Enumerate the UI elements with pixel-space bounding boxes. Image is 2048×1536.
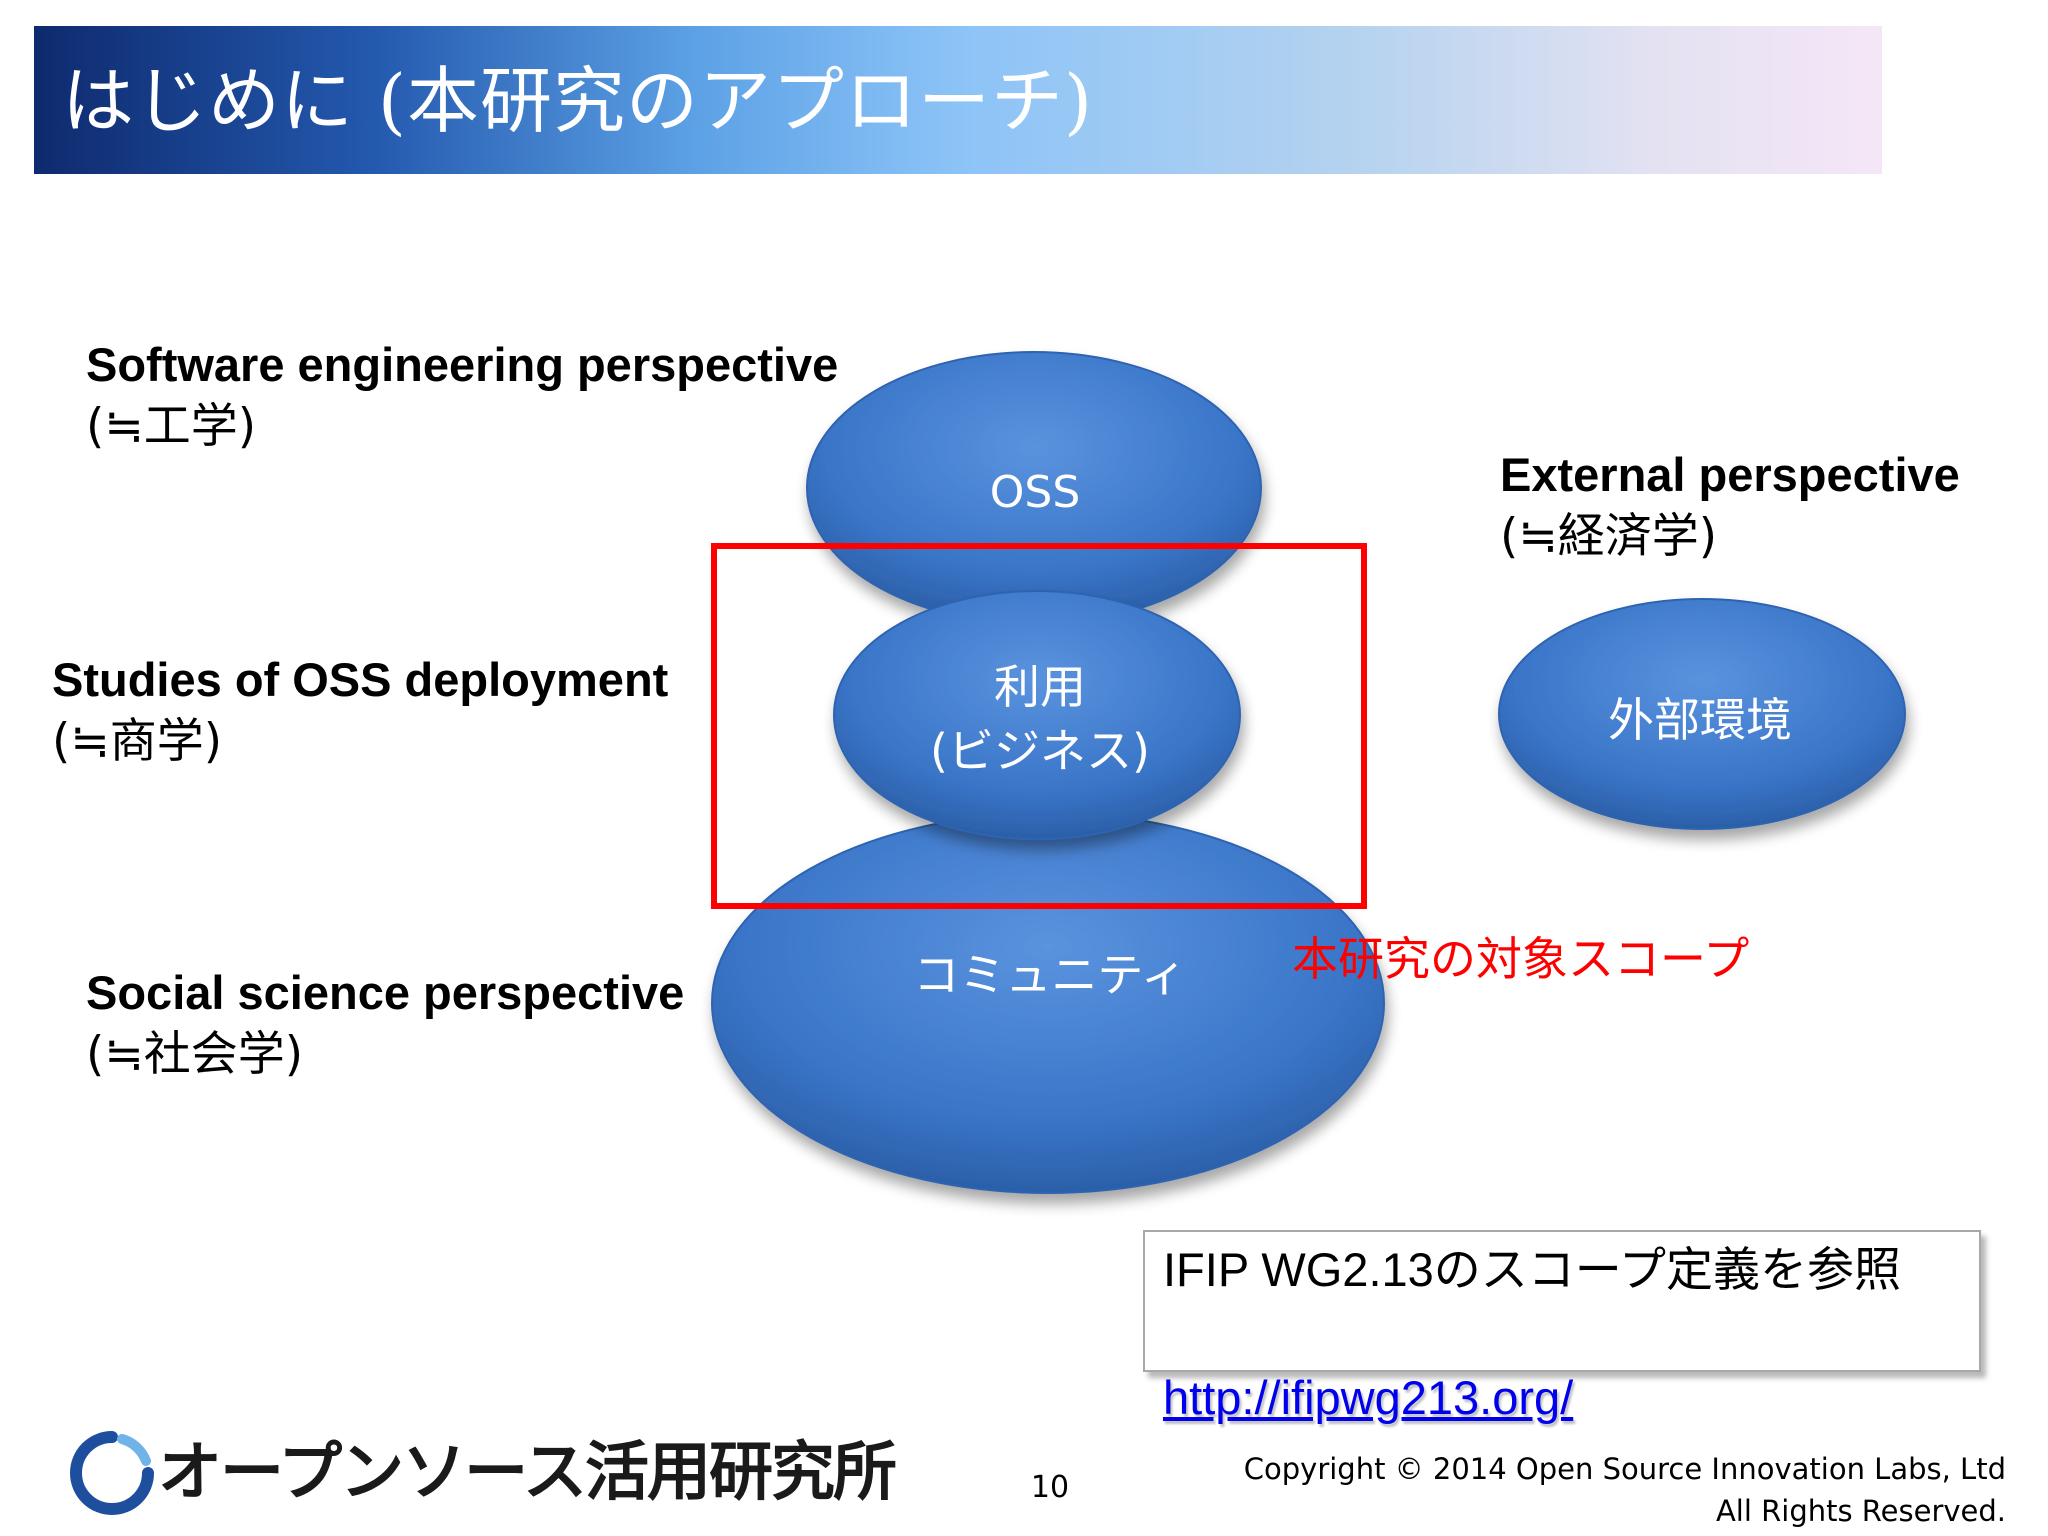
- deployment-perspective: Studies of OSS deployment (≒商学): [52, 649, 668, 773]
- perspective-sub: (≒社会学): [86, 1027, 304, 1082]
- reference-link[interactable]: http://ifipwg213.org/: [1163, 1371, 1574, 1424]
- reference-text-japanese: のスコープ定義を参照: [1433, 1243, 1901, 1298]
- slide-title: はじめに (本研究のアプローチ): [62, 59, 1094, 143]
- usage-label-line2: (ビジネス): [930, 724, 1150, 778]
- software-engineering-perspective: Software engineering perspective (≒工学): [86, 334, 838, 458]
- logo-text: オープンソース活用研究所: [158, 1435, 897, 1510]
- usage-label: 利用 (ビジネス): [855, 655, 1225, 783]
- social-science-perspective: Social science perspective (≒社会学): [86, 962, 684, 1086]
- research-scope-label: 本研究の対象スコープ: [1292, 932, 1750, 986]
- reference-text: IFIP WG2.13のスコープ定義を参照: [1163, 1240, 1963, 1301]
- copyright-line2: All Rights Reserved.: [1715, 1494, 2006, 1528]
- oss-label: OSS: [989, 467, 1081, 518]
- perspective-sub: (≒経済学): [1500, 509, 1718, 564]
- reference-text-latin: IFIP WG2.13: [1163, 1243, 1434, 1296]
- perspective-label: External perspective: [1500, 448, 1960, 501]
- usage-ellipse: [833, 590, 1241, 840]
- perspective-label: Social science perspective: [86, 966, 685, 1019]
- external-environment-label: 外部環境: [1608, 693, 1792, 747]
- perspective-sub: (≒商学): [52, 714, 223, 769]
- community-label: コミュニティ: [913, 948, 1187, 1002]
- copyright-line1: Copyright © 2014 Open Source Innovation …: [1243, 1452, 2006, 1486]
- ring-logo-icon: [70, 1430, 154, 1515]
- company-logo: オープンソース活用研究所: [70, 1425, 897, 1520]
- research-scope-frame: [711, 543, 1367, 909]
- perspective-sub: (≒工学): [86, 399, 257, 454]
- external-perspective: External perspective (≒経済学): [1500, 444, 1960, 568]
- reference-box: [1143, 1230, 1981, 1372]
- title-bar: [34, 26, 1882, 174]
- perspective-label: Software engineering perspective: [86, 338, 839, 391]
- copyright: Copyright © 2014 Open Source Innovation …: [1244, 1448, 2006, 1532]
- perspective-label: Studies of OSS deployment: [52, 653, 669, 706]
- usage-label-line1: 利用: [994, 660, 1086, 714]
- page-number: 10: [1030, 1470, 1070, 1505]
- external-environment-ellipse: [1498, 598, 1906, 830]
